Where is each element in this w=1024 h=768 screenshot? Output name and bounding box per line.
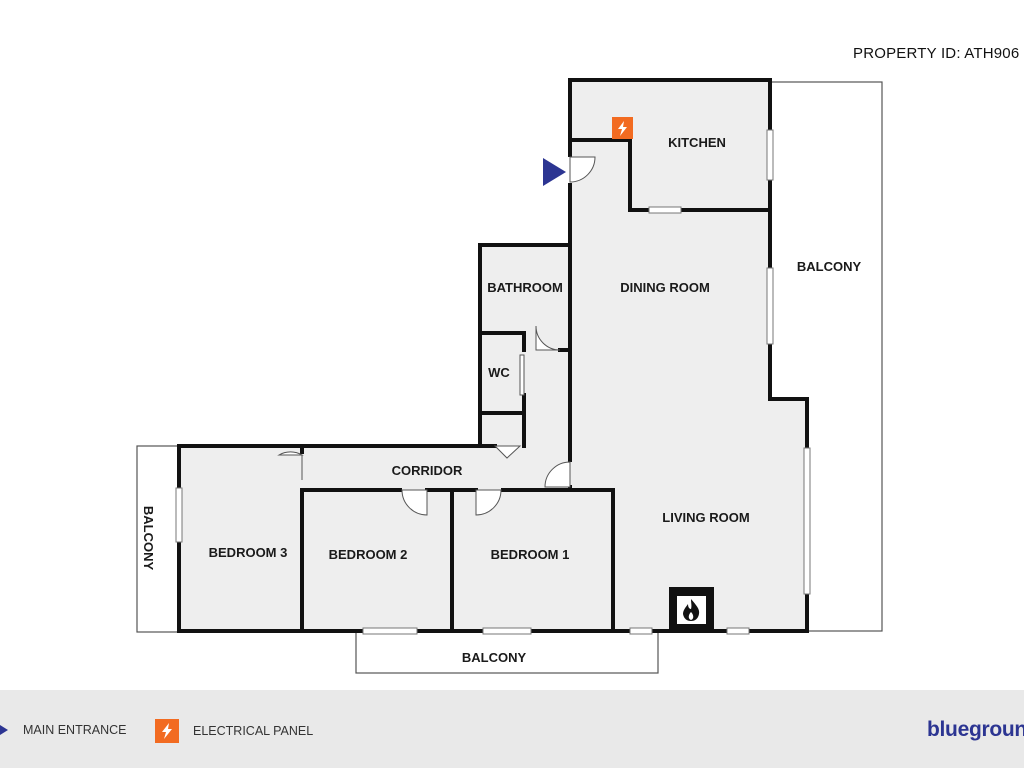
room-label-living-room: LIVING ROOM: [662, 510, 749, 525]
doors: [277, 156, 596, 516]
balcony-left: [136, 445, 180, 633]
room-label-bathroom: BATHROOM: [487, 280, 563, 295]
room-label-balcony-left: BALCONY: [141, 506, 156, 571]
room-label-dining-room: DINING ROOM: [620, 280, 710, 295]
entrance-arrow-icon: [543, 158, 566, 186]
room-label-balcony-bottom: BALCONY: [462, 650, 527, 665]
room-label-kitchen: KITCHEN: [668, 135, 726, 150]
balcony-bottom: [355, 630, 659, 674]
lightning-bolt-icon: [155, 719, 179, 743]
legend-main-entrance: MAIN ENTRANCE: [0, 723, 126, 737]
brand-logo: bluegroun: [927, 718, 1024, 741]
floor-area: [179, 80, 807, 632]
entrance-arrow-icon: [0, 725, 8, 735]
room-label-bedroom-1: BEDROOM 1: [491, 547, 570, 562]
windows: [175, 129, 811, 635]
room-label-bedroom-3: BEDROOM 3: [209, 545, 288, 560]
room-label-bedroom-2: BEDROOM 2: [329, 547, 408, 562]
legend-electrical-panel-label: ELECTRICAL PANEL: [193, 724, 314, 738]
fireplace-flame-icon: [669, 587, 714, 632]
legend-bar: MAIN ENTRANCE ELECTRICAL PANEL bluegroun: [0, 690, 1024, 768]
floor-plan: KITCHEN DINING ROOM BATHROOM WC CORRIDOR…: [136, 78, 883, 674]
room-label-corridor: CORRIDOR: [392, 463, 463, 478]
room-label-wc: WC: [488, 365, 510, 380]
legend-main-entrance-label: MAIN ENTRANCE: [23, 723, 127, 737]
room-label-balcony-right: BALCONY: [797, 259, 862, 274]
legend-electrical-panel: ELECTRICAL PANEL: [155, 719, 313, 743]
property-id: PROPERTY ID: ATH906: [853, 45, 1020, 62]
lightning-bolt-icon: [612, 117, 633, 139]
